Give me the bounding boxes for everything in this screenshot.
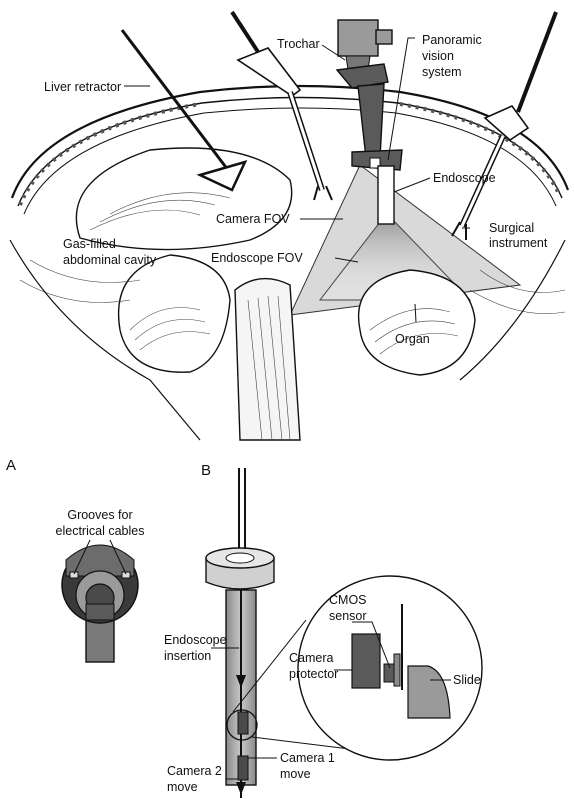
top-leader-lines	[124, 37, 470, 323]
organs	[75, 147, 476, 441]
trochar	[335, 19, 393, 159]
label-surgical-2: instrument	[489, 236, 548, 250]
label-camera-protector-1: Camera	[289, 651, 334, 665]
label-endoscope-fov: Endoscope FOV	[211, 251, 303, 265]
panel-a-letter: A	[6, 457, 16, 474]
camera-tube	[225, 589, 257, 798]
label-endoscope-insertion-2: insertion	[164, 649, 211, 663]
slide-component	[407, 665, 451, 719]
groove-leader-lines	[73, 539, 127, 575]
label-liver-retractor: Liver retractor	[44, 80, 121, 94]
tissue-hatching	[19, 192, 566, 441]
gas-cavity-outline	[9, 239, 566, 441]
label-camera1-2: move	[280, 767, 311, 781]
label-endoscope-insertion-1: Endoscope	[164, 633, 227, 647]
label-panoramic-3: system	[422, 65, 462, 79]
label-surgical-1: Surgical	[489, 221, 534, 235]
top-labels: Liver retractor Trochar Panoramic vision…	[44, 33, 548, 346]
label-gas-cavity-2: abdominal cavity	[63, 253, 157, 267]
endoscope	[377, 165, 395, 225]
panel-a: A Grooves for electrical cables	[6, 457, 145, 663]
abdominal-scene	[9, 10, 570, 441]
label-cmos-2: sensor	[329, 609, 367, 623]
label-camera-protector-2: protector	[289, 667, 338, 681]
label-grooves-1: Grooves for	[67, 508, 132, 522]
trochar-collar	[205, 547, 275, 590]
label-gas-cavity-1: Gas-filled	[63, 237, 116, 251]
label-camera2-1: Camera 2	[167, 764, 222, 778]
panel-b-leader-lines	[211, 621, 451, 780]
label-panoramic-1: Panoramic	[422, 33, 482, 47]
label-slide: Slide	[453, 673, 481, 687]
label-trochar: Trochar	[277, 37, 320, 51]
label-endoscope: Endoscope	[433, 171, 496, 185]
label-camera1-1: Camera 1	[280, 751, 335, 765]
camera-protector	[351, 633, 381, 689]
panoramic-vision-system	[351, 149, 403, 171]
label-camera2-2: move	[167, 780, 198, 794]
label-panoramic-2: vision	[422, 49, 454, 63]
label-cmos-1: CMOS	[329, 593, 367, 607]
panel-b: B	[164, 462, 483, 798]
cmos-sensor	[383, 653, 401, 687]
left-surgical-instrument	[230, 10, 333, 201]
label-camera-fov: Camera FOV	[216, 212, 290, 226]
endoscope-cross-section	[61, 544, 139, 663]
liver-retractor	[120, 29, 248, 192]
label-organ: Organ	[395, 332, 430, 346]
panel-b-letter: B	[201, 462, 211, 479]
right-surgical-instrument	[451, 11, 558, 240]
label-grooves-2: electrical cables	[56, 524, 145, 538]
